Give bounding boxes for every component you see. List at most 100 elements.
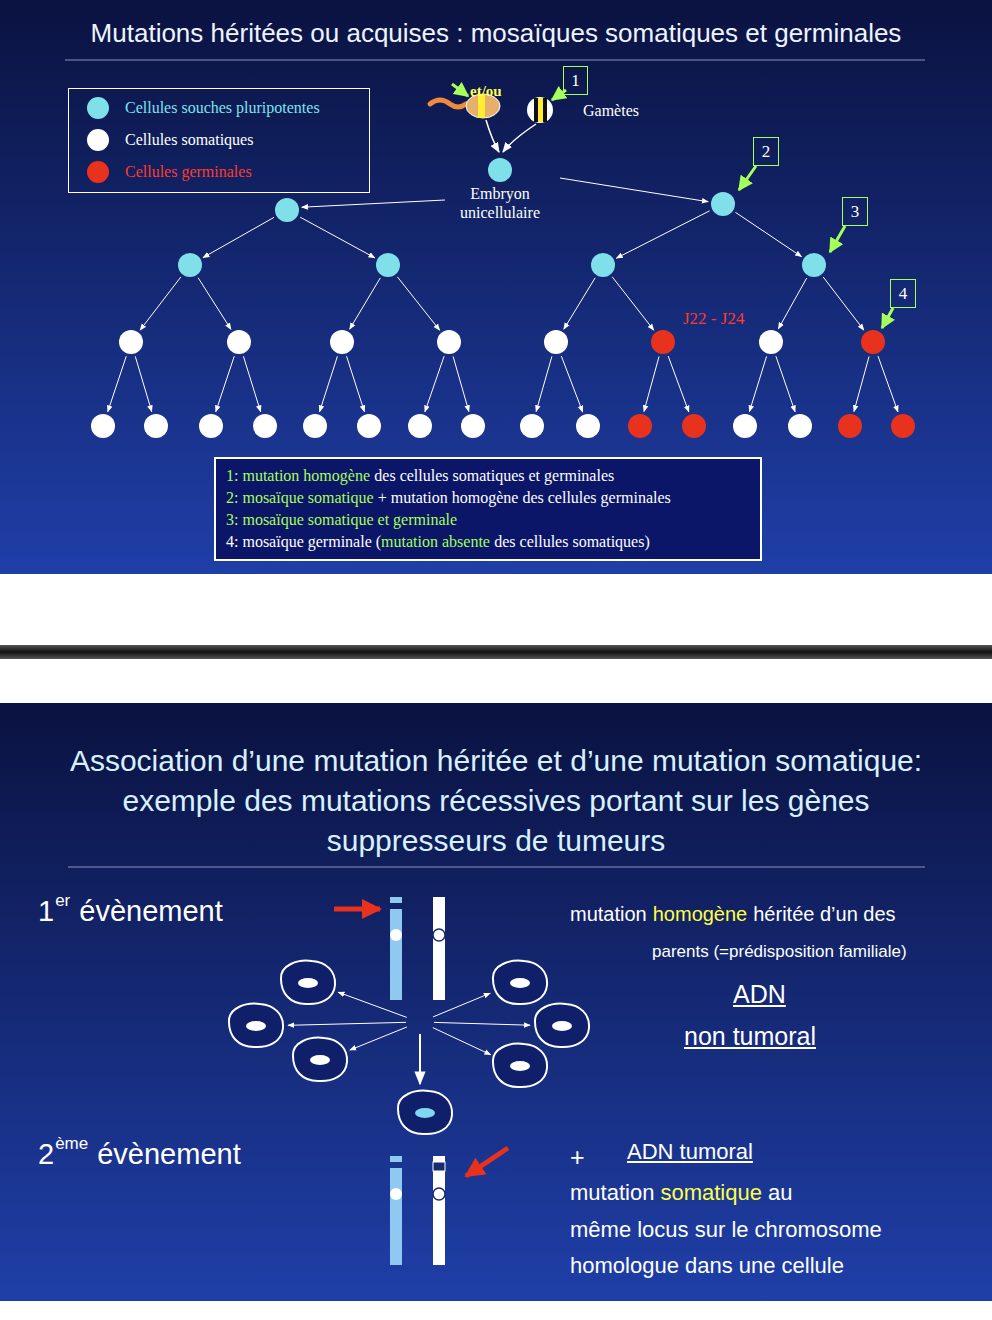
plus-sign: + bbox=[570, 1142, 585, 1172]
cell bbox=[178, 253, 202, 277]
callout-arrows bbox=[739, 166, 893, 328]
spread-arrow bbox=[433, 993, 490, 1017]
cell bbox=[199, 414, 223, 438]
note-line: 2: mosaïque somatique+ mutation homogène… bbox=[226, 487, 750, 509]
legend-text: Cellules somatiques bbox=[125, 131, 253, 149]
division-arrow bbox=[397, 277, 439, 330]
description: héritée d’un des bbox=[753, 902, 895, 926]
description: même locus sur le chromosome bbox=[570, 1217, 882, 1243]
swatch-dot bbox=[87, 97, 109, 119]
cell bbox=[759, 330, 783, 354]
cell bbox=[682, 414, 706, 438]
cell bbox=[520, 414, 544, 438]
division-arrow bbox=[561, 356, 582, 412]
division-arrow bbox=[612, 277, 654, 330]
centromere bbox=[390, 1188, 402, 1200]
cell bbox=[651, 330, 675, 354]
nucleus bbox=[510, 978, 530, 988]
event-label: 2 bbox=[38, 1137, 54, 1172]
legend-text: Cellules germinales bbox=[125, 163, 252, 181]
separator-bar bbox=[0, 645, 992, 659]
division-arrow bbox=[203, 217, 274, 257]
note-line: 3: mosaïque somatique et germinale bbox=[226, 509, 750, 531]
cell-outline bbox=[293, 1038, 347, 1081]
note-text: mutation absente bbox=[381, 533, 490, 550]
dna-label: ADN bbox=[733, 979, 786, 1009]
chromosome bbox=[433, 1171, 445, 1265]
cell bbox=[461, 414, 485, 438]
mutated-band bbox=[433, 1162, 445, 1171]
division-arrow bbox=[425, 356, 444, 412]
division-arrow bbox=[108, 356, 127, 412]
cell-outline bbox=[493, 1044, 547, 1087]
description: homologue dans une cellule bbox=[570, 1253, 844, 1279]
legend-swatch bbox=[85, 159, 111, 185]
dna-label: ADN tumoral bbox=[627, 1139, 753, 1165]
event-label: évènement bbox=[97, 1137, 241, 1172]
dna-label: non tumoral bbox=[684, 1021, 816, 1051]
callout-number: 4 bbox=[890, 279, 916, 308]
fusion-arrow bbox=[486, 120, 499, 152]
cell-outline bbox=[535, 1004, 589, 1047]
legend-swatch bbox=[85, 95, 111, 121]
division-arrow bbox=[350, 278, 381, 329]
division-arrow bbox=[644, 356, 659, 411]
chromosome bbox=[433, 897, 445, 1000]
division-arrow bbox=[749, 356, 766, 411]
note-text: 3: mosaïque somatique et germinale bbox=[226, 511, 457, 528]
slide-title: Mutations héritées ou acquises : mosaïqu… bbox=[0, 18, 992, 49]
nucleus bbox=[552, 1021, 572, 1031]
cell-outline bbox=[229, 1004, 283, 1047]
division-arrow bbox=[560, 178, 708, 202]
pointer-arrow bbox=[882, 308, 893, 328]
description: mutation bbox=[570, 1180, 654, 1206]
cell bbox=[398, 1091, 452, 1134]
title-rule bbox=[68, 867, 925, 868]
division-arrow bbox=[243, 356, 260, 411]
cell-outline bbox=[493, 961, 547, 1004]
mutation-band bbox=[534, 98, 538, 122]
egg bbox=[527, 97, 553, 123]
nucleus bbox=[298, 978, 318, 988]
cell-tree bbox=[91, 158, 915, 438]
pointer-arrow bbox=[452, 84, 468, 96]
swatch-dot bbox=[87, 161, 109, 183]
chromosomes-top bbox=[334, 897, 445, 1000]
legend-row: Cellules germinales bbox=[85, 156, 361, 188]
description: mutation bbox=[570, 902, 647, 926]
gamete-label: Gamètes bbox=[583, 101, 639, 120]
notes-box: 1: mutation homogènedes cellules somatiq… bbox=[214, 457, 762, 561]
description: somatique bbox=[660, 1180, 762, 1206]
legend-swatch bbox=[85, 127, 111, 153]
centromere bbox=[433, 929, 445, 941]
cell-label: Embryon unicellulaire bbox=[445, 184, 555, 222]
selection-arrow bbox=[419, 1034, 421, 1084]
division-arrow bbox=[823, 277, 864, 330]
cell bbox=[591, 253, 615, 277]
cell bbox=[144, 414, 168, 438]
nucleus bbox=[246, 1021, 266, 1031]
description: homogène bbox=[653, 902, 748, 926]
cell bbox=[838, 414, 862, 438]
chromosomes-bottom bbox=[390, 1148, 508, 1265]
chromosome-band bbox=[390, 1156, 402, 1162]
division-arrow bbox=[300, 217, 375, 258]
spread-arrow bbox=[288, 1022, 406, 1025]
division-arrow bbox=[198, 278, 231, 330]
note-text: 4: mosaïque germinale ( bbox=[226, 533, 381, 550]
division-arrow bbox=[302, 200, 445, 207]
cell bbox=[330, 330, 354, 354]
cell-outline bbox=[398, 1091, 452, 1134]
callout-text: 3 bbox=[851, 202, 860, 222]
cell bbox=[576, 414, 600, 438]
pointer-arrow bbox=[830, 226, 845, 252]
chromosome bbox=[390, 909, 402, 1000]
division-arrow bbox=[135, 356, 151, 411]
nucleus bbox=[510, 1061, 530, 1071]
slide-title: Association d’une mutation héritée et d’… bbox=[60, 741, 932, 861]
callout-number: 2 bbox=[753, 137, 779, 166]
centromere bbox=[390, 929, 402, 941]
title-rule bbox=[65, 60, 925, 61]
cell bbox=[891, 414, 915, 438]
cell bbox=[303, 414, 327, 438]
